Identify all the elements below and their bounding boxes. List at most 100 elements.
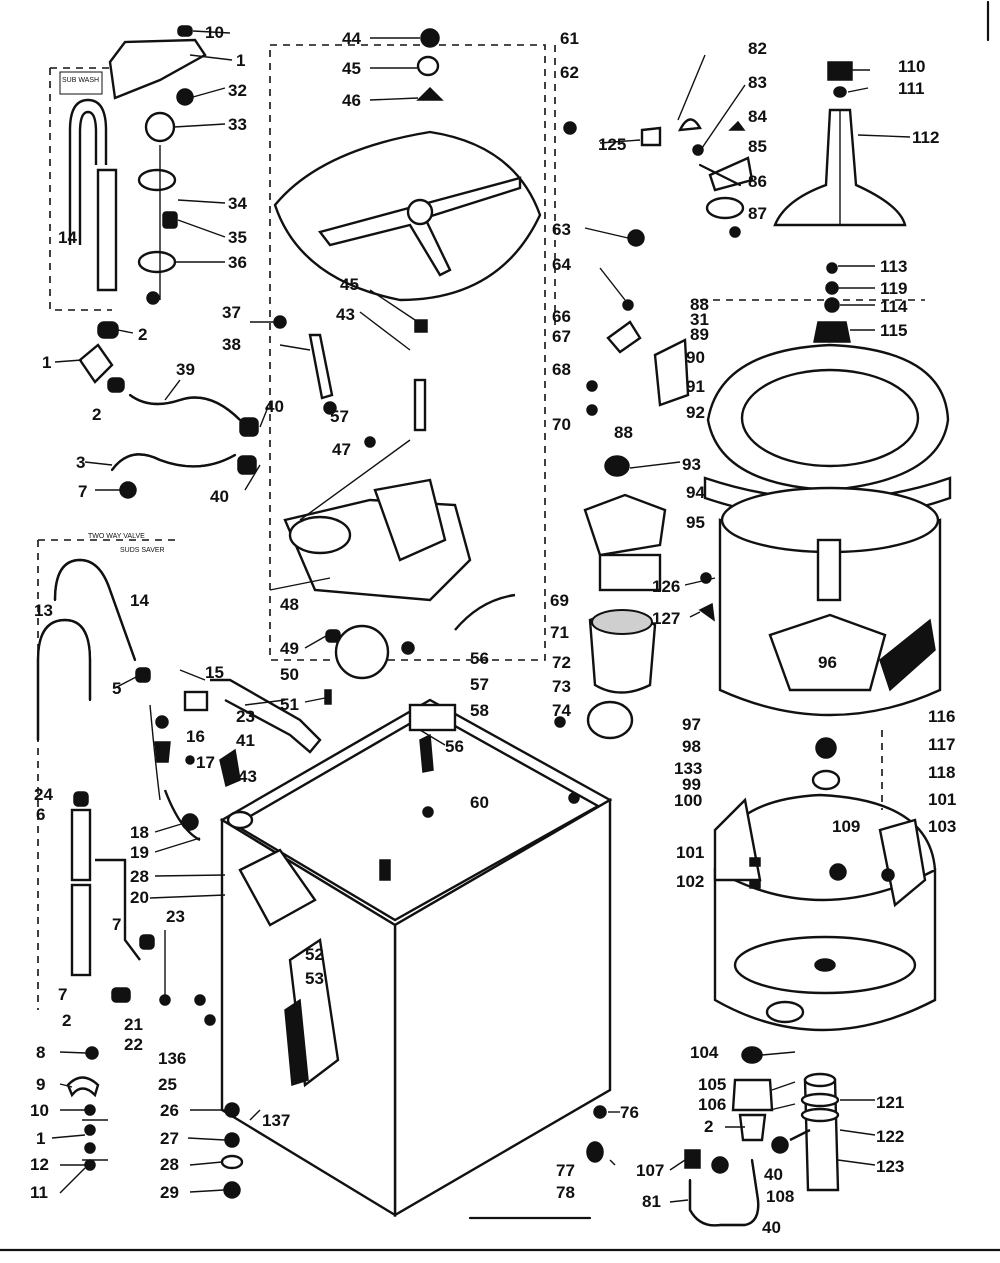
callout-137: 137: [262, 1111, 290, 1130]
callout-82: 82: [748, 39, 767, 58]
callout-106: 106: [698, 1095, 726, 1114]
callout-107: 107: [636, 1161, 664, 1180]
callout-85: 85: [748, 137, 767, 156]
callout-110: 110: [898, 57, 925, 76]
callout-102: 102: [676, 872, 704, 891]
callout-125: 125: [598, 135, 626, 154]
callout-136: 136: [158, 1049, 186, 1068]
callout-40c: 40: [764, 1165, 783, 1184]
callout-103a: 103: [928, 817, 956, 836]
callout-43a: 43: [336, 305, 355, 324]
callout-15: 15: [205, 663, 224, 682]
callout-8: 8: [36, 1043, 45, 1062]
inner-basket: [713, 730, 937, 1032]
callout-48: 48: [280, 595, 299, 614]
inset-caption-sub: SUDS SAVER: [120, 547, 165, 554]
callout-116: 116: [928, 707, 955, 726]
callout-43b: 43: [238, 767, 257, 786]
callout-56a: 56: [470, 649, 489, 668]
callout-122: 122: [876, 1127, 904, 1146]
callout-76: 76: [620, 1103, 639, 1122]
callout-98: 98: [682, 737, 701, 756]
leader-lines: [51, 30, 911, 1203]
callout-89: 89: [690, 325, 709, 344]
inset-caption-lower: TWO WAY VALVE: [88, 533, 145, 540]
callout-112: 112: [912, 128, 939, 147]
callout-127: 127: [652, 609, 680, 628]
callout-105: 105: [698, 1075, 726, 1094]
callout-40b: 40: [210, 487, 229, 506]
callout-58: 58: [470, 701, 489, 720]
callout-118: 118: [928, 763, 955, 782]
callout-20: 20: [130, 888, 149, 907]
callout-56b: 56: [445, 737, 464, 756]
outer-tub: [700, 299, 952, 717]
callout-70: 70: [552, 415, 571, 434]
callout-100: 100: [674, 791, 702, 810]
callout-13: 13: [34, 601, 53, 620]
callout-36: 36: [228, 253, 247, 272]
callout-28a: 28: [130, 867, 149, 886]
callout-119: 119: [880, 279, 907, 298]
callout-31: 31: [690, 310, 709, 329]
callout-90: 90: [686, 348, 705, 367]
callout-41: 41: [236, 731, 255, 750]
callout-18: 18: [130, 823, 149, 842]
callout-108: 108: [766, 1187, 794, 1206]
callout-9: 9: [36, 1075, 45, 1094]
callout-1b: 1: [42, 353, 51, 372]
callout-83: 83: [748, 73, 767, 92]
callout-2a: 2: [138, 325, 147, 344]
callout-133: 133: [674, 759, 702, 778]
callout-73: 73: [552, 677, 571, 696]
callout-45a: 45: [342, 59, 361, 78]
callout-38: 38: [222, 335, 241, 354]
callout-64: 64: [552, 255, 571, 274]
callout-40d: 40: [762, 1218, 781, 1237]
motor-column: [554, 45, 690, 740]
callout-2b: 2: [92, 405, 101, 424]
water-valve-parts: [149, 678, 322, 842]
callout-46: 46: [342, 91, 361, 110]
callout-104: 104: [690, 1043, 719, 1062]
callout-51: 51: [280, 695, 299, 714]
lid-switch-parts: [677, 118, 754, 238]
callout-28b: 28: [160, 1155, 179, 1174]
callout-91: 91: [686, 377, 705, 396]
callout-14b: 14: [130, 591, 149, 610]
callout-47: 47: [332, 440, 351, 459]
callout-1c: 1: [36, 1129, 45, 1148]
cabinet: [219, 698, 613, 1218]
callout-111: 111: [898, 79, 925, 98]
callout-95: 95: [686, 513, 705, 532]
callout-81: 81: [642, 1192, 661, 1211]
callout-5: 5: [112, 679, 121, 698]
callout-10b: 10: [30, 1101, 49, 1120]
callout-77: 77: [556, 1161, 575, 1180]
callout-57a: 57: [330, 407, 349, 426]
callout-60: 60: [470, 793, 489, 812]
agitator: [773, 61, 907, 343]
callout-69: 69: [550, 591, 569, 610]
callout-2c: 2: [62, 1011, 71, 1030]
callout-26: 26: [160, 1101, 179, 1120]
callout-72: 72: [552, 653, 571, 672]
callout-35: 35: [228, 228, 247, 247]
callout-88a: 88: [690, 295, 709, 314]
callout-68: 68: [552, 360, 571, 379]
callout-115: 115: [880, 321, 907, 340]
callout-23b: 23: [166, 907, 185, 926]
callout-2d: 2: [704, 1117, 713, 1136]
callout-84: 84: [748, 107, 767, 126]
callout-21: 21: [124, 1015, 143, 1034]
callout-45b: 45: [340, 275, 359, 294]
leveling-parts: [66, 1046, 108, 1171]
callout-123: 123: [876, 1157, 904, 1176]
part-127-clip: [698, 602, 715, 622]
fill-hoses: [78, 343, 259, 499]
callout-57b: 57: [470, 675, 489, 694]
callout-52: 52: [305, 945, 324, 964]
callout-66: 66: [552, 307, 571, 326]
callout-94: 94: [686, 483, 705, 502]
